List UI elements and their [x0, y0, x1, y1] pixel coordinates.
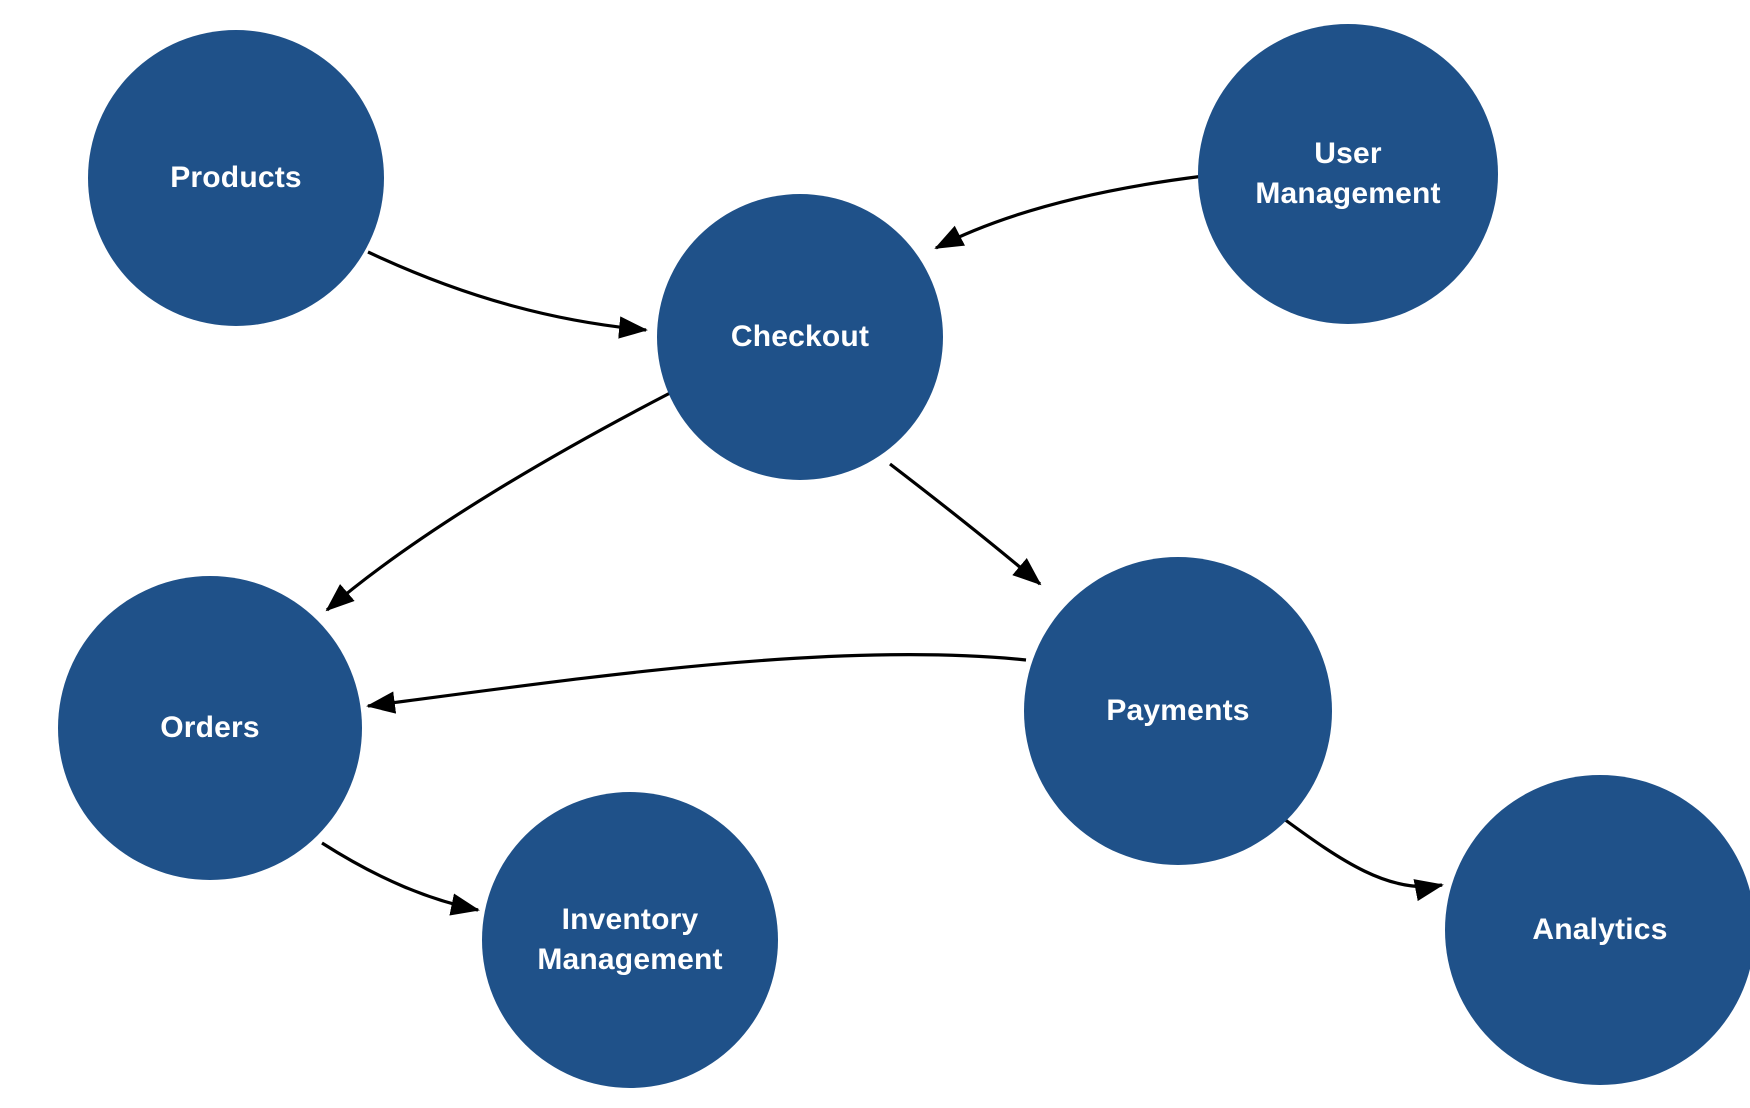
edge-checkout-payments [889, 462, 1042, 586]
edge-payments-analytics [1283, 817, 1444, 902]
node-analytics-label: Analytics [1532, 913, 1668, 947]
edge-payments-orders [366, 652, 1027, 714]
node-checkout[interactable]: Checkout [657, 194, 943, 480]
edge-usermgmt-checkout [934, 174, 1205, 250]
node-payments[interactable]: Payments [1024, 557, 1332, 865]
node-orders-label: Orders [160, 711, 260, 745]
node-analytics[interactable]: Analytics [1445, 775, 1750, 1085]
node-payments-label: Payments [1106, 694, 1250, 728]
node-orders[interactable]: Orders [58, 576, 362, 880]
node-user-management[interactable]: User Management [1198, 24, 1498, 324]
node-user-management-label: User Management [1255, 137, 1441, 210]
edge-products-checkout [367, 250, 648, 339]
node-checkout-label: Checkout [730, 320, 870, 354]
edge-orders-inventory [321, 841, 480, 916]
node-products[interactable]: Products [88, 30, 384, 326]
node-inventory-management-label: Inventory Management [537, 903, 723, 976]
node-inventory-management[interactable]: Inventory Management [482, 792, 778, 1088]
node-products-label: Products [170, 161, 302, 195]
edge-checkout-orders [325, 390, 673, 612]
